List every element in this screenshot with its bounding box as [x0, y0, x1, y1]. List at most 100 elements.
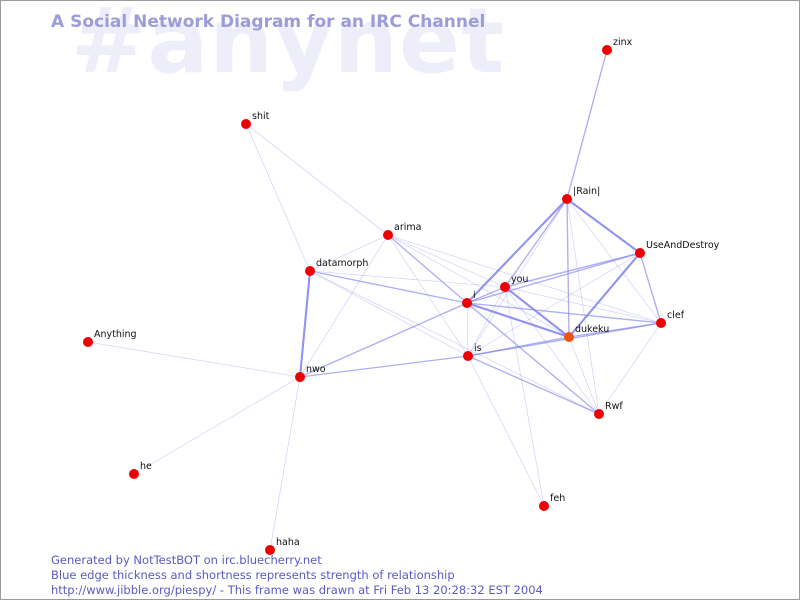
node-label-zinx: zinx: [613, 37, 633, 48]
edge-datamorph-rwf: [309, 270, 600, 415]
node-label-he: he: [140, 461, 152, 472]
edge-i-clef: [466, 302, 662, 324]
edge-arima-clef: [387, 234, 662, 324]
node-dot-i[interactable]: [462, 298, 472, 308]
edge-rain-is: [467, 198, 568, 357]
edge-dukeku-rwf: [568, 336, 600, 415]
node-dot-rwf[interactable]: [594, 409, 604, 419]
node-dot-dukeku[interactable]: [564, 332, 574, 342]
node-label-rain: |Rain|: [573, 186, 600, 197]
edge-useanddestroy-clef: [639, 252, 662, 324]
edge-i-dukeku: [466, 302, 570, 338]
node-clef[interactable]: clef: [656, 310, 685, 328]
edge-nwo-he: [133, 376, 301, 475]
edge-zinx-rain: [566, 49, 608, 200]
edge-rain-useanddestroy: [566, 198, 641, 254]
edge-dukeku-clef: [568, 322, 662, 338]
edge-rain-i: [466, 198, 568, 304]
node-dot-feh[interactable]: [539, 501, 549, 511]
node-rwf[interactable]: Rwf: [594, 401, 623, 419]
edge-rain-you: [504, 198, 568, 288]
edge-arima-i: [387, 234, 468, 304]
node-dot-anything[interactable]: [83, 337, 93, 347]
node-dot-nwo[interactable]: [295, 372, 305, 382]
node-nwo[interactable]: nwo: [295, 364, 326, 382]
node-label-useanddestroy: UseAndDestroy: [646, 240, 720, 251]
diagram-title: A Social Network Diagram for an IRC Chan…: [51, 12, 486, 32]
edge-arima-you: [387, 234, 506, 288]
edge-useanddestroy-you: [504, 252, 641, 288]
node-dot-arima[interactable]: [383, 230, 393, 240]
node-datamorph[interactable]: datamorph: [305, 258, 368, 276]
node-dot-useanddestroy[interactable]: [635, 248, 645, 258]
node-zinx[interactable]: zinx: [602, 37, 633, 55]
node-dot-rain[interactable]: [562, 194, 572, 204]
node-label-clef: clef: [667, 310, 685, 321]
edge-useanddestroy-is: [467, 252, 641, 357]
node-shit[interactable]: shit: [241, 111, 270, 129]
edge-useanddestroy-dukeku: [568, 252, 641, 338]
edge-arima-is: [387, 234, 469, 357]
edge-rain-dukeku: [566, 198, 570, 338]
node-label-is: is: [474, 343, 482, 354]
node-label-anything: Anything: [94, 329, 137, 340]
node-dot-you[interactable]: [500, 282, 510, 292]
node-label-rwf: Rwf: [605, 401, 623, 412]
node-useanddestroy[interactable]: UseAndDestroy: [635, 240, 720, 258]
node-he[interactable]: he: [129, 461, 152, 479]
node-dot-haha[interactable]: [265, 545, 275, 555]
edges-layer: [87, 49, 662, 551]
node-is[interactable]: is: [463, 343, 482, 361]
edge-you-rwf: [504, 286, 600, 415]
node-dot-zinx[interactable]: [602, 45, 612, 55]
node-label-you: you: [511, 274, 528, 285]
node-dot-datamorph[interactable]: [305, 266, 315, 276]
edge-datamorph-arima: [309, 234, 389, 272]
edge-you-i: [466, 286, 506, 304]
edge-nwo-is: [299, 355, 469, 378]
node-label-i: i: [473, 290, 476, 301]
edge-arima-dukeku: [387, 234, 570, 338]
edge-nwo-haha: [269, 376, 301, 551]
edge-is-feh: [467, 355, 545, 507]
node-feh[interactable]: feh: [539, 493, 565, 511]
node-haha[interactable]: haha: [265, 537, 300, 555]
node-label-dukeku: dukeku: [575, 324, 609, 335]
node-dot-is[interactable]: [463, 351, 473, 361]
node-dot-he[interactable]: [129, 469, 139, 479]
edge-clef-rwf: [598, 322, 662, 415]
edge-datamorph-i: [309, 270, 468, 304]
footer-legend-note: Blue edge thickness and shortness repres…: [51, 568, 455, 582]
edge-rain-rwf: [566, 198, 600, 415]
edge-datamorph-you: [309, 270, 506, 288]
edge-i-rwf: [466, 302, 600, 415]
node-arima[interactable]: arima: [383, 222, 421, 240]
edge-nwo-i: [299, 302, 468, 378]
node-dot-clef[interactable]: [656, 318, 666, 328]
node-you[interactable]: you: [500, 274, 528, 292]
node-dukeku[interactable]: dukeku: [564, 324, 609, 342]
edge-you-clef: [504, 286, 662, 324]
node-label-haha: haha: [276, 537, 300, 548]
edge-you-is: [467, 286, 506, 357]
edge-arima-nwo: [299, 234, 389, 378]
node-anything[interactable]: Anything: [83, 329, 137, 347]
edge-datamorph-is: [309, 270, 469, 357]
node-i[interactable]: i: [462, 290, 476, 308]
node-label-nwo: nwo: [306, 364, 326, 375]
edge-useanddestroy-i: [466, 252, 641, 304]
node-rain[interactable]: |Rain|: [562, 186, 600, 204]
node-label-datamorph: datamorph: [316, 258, 368, 269]
edge-shit-arima: [245, 123, 389, 236]
edge-i-is: [466, 302, 469, 357]
footer-generated-by: Generated by NotTestBOT on irc.bluecherr…: [51, 553, 322, 567]
edge-datamorph-nwo: [298, 270, 312, 378]
footer-source-timestamp: http://www.jibble.org/piespy/ - This fra…: [51, 583, 543, 597]
channel-watermark: #anynet: [71, 0, 506, 94]
edge-you-dukeku: [504, 286, 570, 338]
node-dot-shit[interactable]: [241, 119, 251, 129]
node-label-shit: shit: [252, 111, 270, 122]
